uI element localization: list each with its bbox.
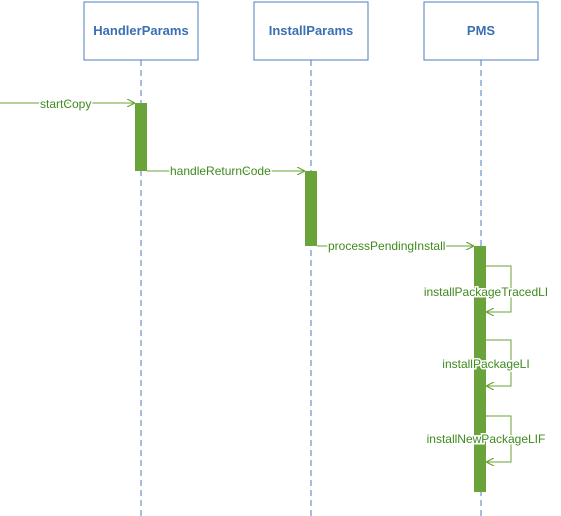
- participant-label-install-params: InstallParams: [269, 23, 354, 38]
- message-install-package-traced-li: installPackageTracedLI: [422, 265, 550, 312]
- participant-install-params: InstallParams: [253, 1, 369, 61]
- message-process-pending-install: processPendingInstall: [317, 238, 473, 255]
- activation-handler-params: [135, 103, 147, 171]
- arrow-install-package-li: [486, 339, 512, 386]
- activation-pms: [474, 246, 486, 492]
- participant-handler-params: HandlerParams: [83, 1, 199, 61]
- message-label-install-package-traced-li: installPackageTracedLI: [424, 285, 548, 299]
- message-install-new-package-lif: installNewPackageLIF: [425, 415, 547, 462]
- participant-label-pms: PMS: [467, 23, 496, 38]
- message-label-install-new-package-lif: installNewPackageLIF: [427, 432, 546, 446]
- message-label-start-copy: startCopy: [40, 97, 91, 111]
- participant-pms: PMS: [423, 1, 539, 61]
- message-label-handle-return-code: handleReturnCode: [170, 164, 271, 178]
- message-handle-return-code: handleReturnCode: [147, 163, 304, 180]
- participant-label-handler-params: HandlerParams: [93, 23, 188, 38]
- arrow-install-package-traced-li: [486, 265, 512, 312]
- message-install-package-li: installPackageLI: [441, 339, 531, 386]
- message-start-copy: startCopy: [0, 96, 134, 113]
- message-label-process-pending-install: processPendingInstall: [328, 239, 445, 253]
- activation-install-params: [305, 171, 317, 246]
- arrow-install-new-package-lif: [486, 415, 512, 462]
- message-label-install-package-li: installPackageLI: [442, 357, 529, 371]
